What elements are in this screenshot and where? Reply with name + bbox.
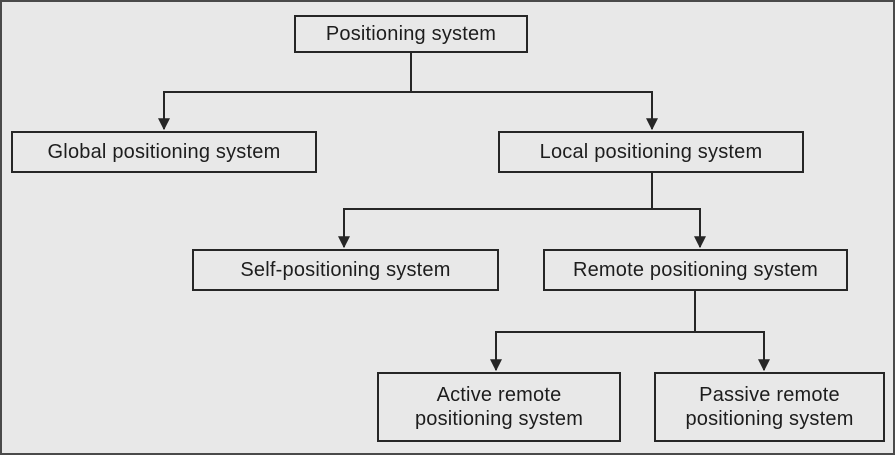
node-remote-positioning-system: Remote positioning system [543,249,848,291]
node-positioning-system: Positioning system [294,15,528,53]
node-label: Passive remote positioning system [685,383,854,430]
node-label: Global positioning system [47,140,281,163]
node-local-positioning-system: Local positioning system [498,131,804,173]
node-label: Local positioning system [539,140,763,163]
node-global-positioning-system: Global positioning system [11,131,317,173]
node-label: Self-positioning system [240,258,451,281]
node-label: Positioning system [325,22,497,45]
node-self-positioning-system: Self-positioning system [192,249,499,291]
node-passive-remote-positioning-system: Passive remote positioning system [654,372,885,442]
node-active-remote-positioning-system: Active remote positioning system [377,372,621,442]
node-label: Active remote positioning system [414,383,584,430]
node-label: Remote positioning system [572,258,819,281]
